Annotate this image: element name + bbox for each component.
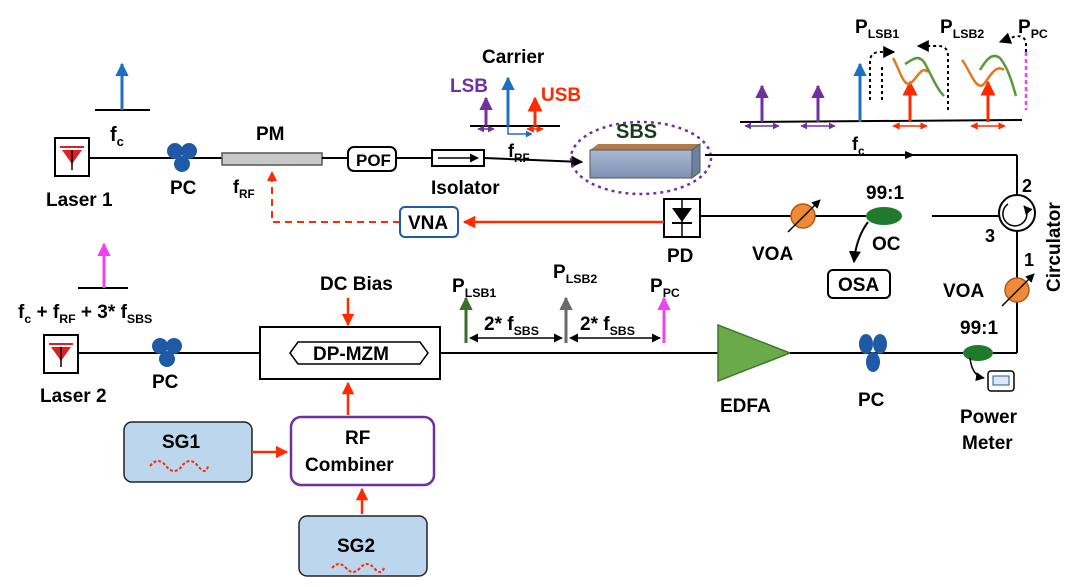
- circulator-label: Circulator: [1044, 202, 1065, 292]
- isolator-label: Isolator: [431, 178, 500, 199]
- sbs-label: SBS: [616, 121, 657, 143]
- sbs-dashed-ellipse: [569, 120, 713, 196]
- laser-2: [43, 334, 79, 374]
- oc-to-osa-arrow: [848, 221, 869, 264]
- loss-curve: [891, 57, 929, 86]
- frf-spacing-label: fRF: [508, 141, 530, 165]
- sg2-label: SG2: [337, 536, 375, 557]
- p-pc-bottom-label: PPC: [650, 276, 680, 300]
- gain-spectrum-baseline: [739, 119, 1023, 123]
- circulator-rotation-icon: [1002, 203, 1033, 227]
- dotted-transfer-arrow: [916, 40, 949, 110]
- gain-curve: [904, 56, 945, 97]
- pm-label: PM: [256, 124, 285, 145]
- pump-frequency-label: fc + fRF + 3* fSBS: [18, 302, 152, 326]
- p-lsb1-label: PLSB1: [855, 17, 899, 41]
- osa-label: OSA: [838, 275, 879, 296]
- rf-combiner-box: [289, 415, 436, 487]
- fiber: [483, 155, 584, 168]
- pc-1-label: PC: [170, 178, 197, 199]
- circulator-port-2: 2: [1022, 176, 1032, 196]
- fc-label: fc: [110, 124, 124, 149]
- loss-curve: [960, 59, 1005, 87]
- rf-combiner-label-line2: Combiner: [305, 455, 394, 476]
- coupler-2-ratio-label: 99:1: [960, 318, 998, 339]
- dotted-transfer-arrow: [998, 32, 1027, 52]
- vna-box: [399, 206, 459, 238]
- spacing-label-1: 2* fSBS: [484, 314, 539, 338]
- oc-label: OC: [872, 234, 901, 255]
- circulator-port-3: 3: [985, 226, 995, 246]
- optical-coupler: [866, 207, 902, 225]
- sbs-gain-spectrum: [739, 32, 1028, 130]
- vna-label: VNA: [408, 213, 448, 234]
- pd-label: PD: [667, 246, 693, 267]
- dp-mzm-waveguide-icon: [289, 341, 429, 365]
- power-meter-label-line2: Meter: [962, 433, 1013, 454]
- voa-2-label: VOA: [943, 281, 984, 302]
- frf-label: fRF: [233, 177, 255, 201]
- laser-2-label: Laser 2: [40, 386, 107, 407]
- pc-2-label: PC: [152, 372, 179, 393]
- voa-1-label: VOA: [752, 244, 793, 265]
- sbs-fiber-block: [589, 143, 701, 179]
- fc-label-gain: fc: [852, 134, 865, 158]
- sg2-box: [298, 515, 428, 577]
- rf-signal-dashed-line: [267, 171, 400, 223]
- pc-3-label: PC: [858, 390, 885, 411]
- osa-box: [827, 269, 891, 299]
- rf-combiner-label-line1: RF: [345, 428, 370, 449]
- oc-ratio-label: 99:1: [866, 183, 904, 204]
- optical-coupler-2: [963, 345, 993, 361]
- spacing-label-2: 2* fSBS: [580, 314, 635, 338]
- pc-1: [167, 143, 197, 172]
- laser-1-label: Laser 1: [46, 190, 113, 211]
- gain-curve: [978, 54, 1018, 97]
- p-pc-label: PPC: [1018, 17, 1048, 41]
- dc-bias-label: DC Bias: [320, 274, 393, 295]
- coupler-to-power-meter-arrow: [969, 357, 985, 382]
- pof-label: POF: [356, 151, 391, 170]
- sg1-label: SG1: [162, 432, 200, 453]
- sine-wave-icon: [331, 563, 385, 573]
- usb-label: USB: [541, 85, 581, 106]
- dp-mzm-label: DP-MZM: [313, 344, 389, 365]
- p-lsb1-bottom-label: PLSB1: [452, 276, 496, 300]
- voa-adjust-icon: [787, 199, 821, 233]
- edfa-label: EDFA: [720, 396, 771, 417]
- voa-adjust-icon: [1001, 273, 1035, 307]
- direction-arrow-icon: [905, 151, 915, 159]
- edfa-amplifier: [717, 323, 793, 383]
- phase-modulator: [221, 152, 323, 166]
- p-lsb2-label: PLSB2: [940, 17, 984, 41]
- frf-spacing-arrow: [507, 126, 533, 138]
- lsb-label: LSB: [450, 76, 488, 97]
- pc-2: [152, 338, 182, 367]
- laser-1: [54, 137, 90, 177]
- power-meter-label-line1: Power: [960, 407, 1018, 428]
- pc-3: [859, 334, 887, 372]
- circulator-port-1: 1: [1024, 250, 1034, 270]
- dotted-transfer-arrow: [869, 46, 896, 100]
- p-lsb2-bottom-label: PLSB2: [553, 262, 597, 286]
- carrier-label: Carrier: [482, 47, 545, 68]
